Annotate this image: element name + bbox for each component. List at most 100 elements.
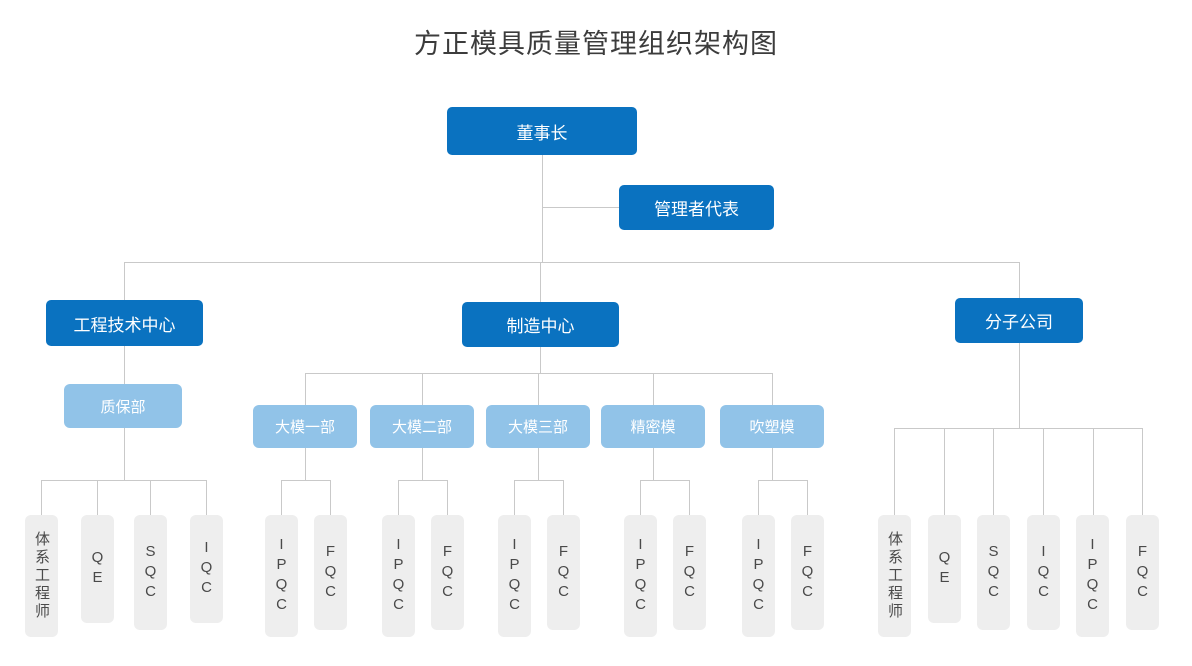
- connector-mold1-bus: [281, 480, 330, 481]
- node-quality-assurance-dept[interactable]: 质保部: [64, 384, 182, 428]
- connector-engineering-to-qa: [124, 346, 125, 384]
- leaf-label: IPQC: [750, 536, 767, 616]
- connector-subsidiary-drop-0: [894, 428, 895, 515]
- connector-mold3-drop-0: [514, 480, 515, 515]
- leaf-chip[interactable]: QE: [81, 515, 114, 623]
- leaf-label: FQC: [439, 542, 456, 603]
- leaf-label: IQC: [1035, 542, 1052, 603]
- connector-mold3-trunk: [538, 448, 539, 480]
- page-title: 方正模具质量管理组织架构图: [414, 29, 778, 59]
- connector-manufacturing-drop-0: [305, 373, 306, 405]
- leaf-chip[interactable]: QE: [928, 515, 961, 623]
- leaf-label: QE: [89, 549, 106, 589]
- leaf-chip[interactable]: IPQC: [1076, 515, 1109, 637]
- leaf-chip[interactable]: IPQC: [265, 515, 298, 637]
- connector-precision-trunk: [653, 448, 654, 480]
- connector-chairman-trunk: [542, 155, 543, 262]
- connector-precision-drop-0: [640, 480, 641, 515]
- leaf-label: IPQC: [1084, 536, 1101, 616]
- node-engineering-technology-center[interactable]: 工程技术中心: [46, 300, 203, 346]
- leaf-chip[interactable]: IPQC: [498, 515, 531, 637]
- connector-mold3-drop-1: [563, 480, 564, 515]
- connector-manufacturing-bus: [305, 373, 773, 374]
- connector-precision-drop-1: [689, 480, 690, 515]
- connector-blow-drop-0: [758, 480, 759, 515]
- connector-qa-trunk: [124, 428, 125, 480]
- connector-mold3-bus: [514, 480, 563, 481]
- connector-drop-subsidiary: [1019, 262, 1020, 298]
- leaf-chip[interactable]: FQC: [431, 515, 464, 630]
- node-mold-dept-1[interactable]: 大模一部: [253, 405, 357, 448]
- leaf-label: QE: [936, 549, 953, 589]
- leaf-label: FQC: [1134, 542, 1151, 603]
- connector-mold1-drop-1: [330, 480, 331, 515]
- connector-manufacturing-trunk: [540, 347, 541, 373]
- node-mold-dept-3[interactable]: 大模三部: [486, 405, 590, 448]
- node-mold-dept-2[interactable]: 大模二部: [370, 405, 474, 448]
- leaf-label: IQC: [198, 539, 215, 599]
- node-subsidiary-company[interactable]: 分子公司: [955, 298, 1083, 343]
- connector-mold1-trunk: [305, 448, 306, 480]
- connector-subsidiary-trunk: [1019, 343, 1020, 428]
- connector-drop-manufacturing-center: [540, 262, 541, 302]
- connector-mold2-drop-0: [398, 480, 399, 515]
- leaf-label: SQC: [142, 542, 159, 603]
- leaf-label: FQC: [681, 542, 698, 603]
- connector-subsidiary-drop-1: [944, 428, 945, 515]
- connector-subsidiary-drop-3: [1043, 428, 1044, 515]
- leaf-chip[interactable]: 体系工程师: [25, 515, 58, 637]
- connector-level2-bus: [124, 262, 1020, 263]
- connector-blow-bus: [758, 480, 807, 481]
- connector-subsidiary-drop-5: [1142, 428, 1143, 515]
- leaf-chip[interactable]: FQC: [1126, 515, 1159, 630]
- leaf-chip[interactable]: SQC: [977, 515, 1010, 630]
- connector-blow-trunk: [772, 448, 773, 480]
- connector-mold2-bus: [398, 480, 447, 481]
- connector-drop-engineering-center: [124, 262, 125, 300]
- connector-precision-bus: [640, 480, 689, 481]
- connector-management-rep-branch: [542, 207, 619, 208]
- node-blow-mold[interactable]: 吹塑模: [720, 405, 824, 448]
- connector-manufacturing-drop-2: [538, 373, 539, 405]
- connector-mold1-drop-0: [281, 480, 282, 515]
- connector-qa-bus: [41, 480, 207, 481]
- connector-subsidiary-drop-2: [993, 428, 994, 515]
- leaf-label: FQC: [799, 542, 816, 603]
- leaf-chip[interactable]: FQC: [791, 515, 824, 630]
- connector-subsidiary-drop-4: [1093, 428, 1094, 515]
- leaf-label: FQC: [322, 542, 339, 603]
- connector-manufacturing-drop-3: [653, 373, 654, 405]
- connector-qa-drop-1: [97, 480, 98, 515]
- connector-subsidiary-bus: [894, 428, 1143, 429]
- connector-blow-drop-1: [807, 480, 808, 515]
- node-manufacturing-center[interactable]: 制造中心: [462, 302, 619, 347]
- leaf-chip[interactable]: IPQC: [382, 515, 415, 637]
- leaf-chip[interactable]: FQC: [547, 515, 580, 630]
- leaf-chip[interactable]: SQC: [134, 515, 167, 630]
- connector-qa-drop-0: [41, 480, 42, 515]
- connector-manufacturing-drop-4: [772, 373, 773, 405]
- leaf-chip[interactable]: IPQC: [624, 515, 657, 637]
- leaf-chip[interactable]: IQC: [1027, 515, 1060, 630]
- connector-qa-drop-2: [150, 480, 151, 515]
- leaf-label: SQC: [985, 542, 1002, 603]
- leaf-label: 体系工程师: [886, 531, 903, 621]
- leaf-chip[interactable]: 体系工程师: [878, 515, 911, 637]
- leaf-label: IPQC: [632, 536, 649, 616]
- leaf-chip[interactable]: IPQC: [742, 515, 775, 637]
- leaf-chip[interactable]: FQC: [673, 515, 706, 630]
- leaf-label: 体系工程师: [33, 531, 50, 621]
- leaf-label: IPQC: [273, 536, 290, 616]
- connector-mold2-drop-1: [447, 480, 448, 515]
- leaf-label: IPQC: [506, 536, 523, 616]
- leaf-label: IPQC: [390, 536, 407, 616]
- connector-manufacturing-drop-1: [422, 373, 423, 405]
- connector-qa-drop-3: [206, 480, 207, 515]
- leaf-chip[interactable]: FQC: [314, 515, 347, 630]
- leaf-label: FQC: [555, 542, 572, 603]
- node-management-representative[interactable]: 管理者代表: [619, 185, 774, 230]
- node-precision-mold[interactable]: 精密模: [601, 405, 705, 448]
- leaf-chip[interactable]: IQC: [190, 515, 223, 623]
- node-chairman[interactable]: 董事长: [447, 107, 637, 155]
